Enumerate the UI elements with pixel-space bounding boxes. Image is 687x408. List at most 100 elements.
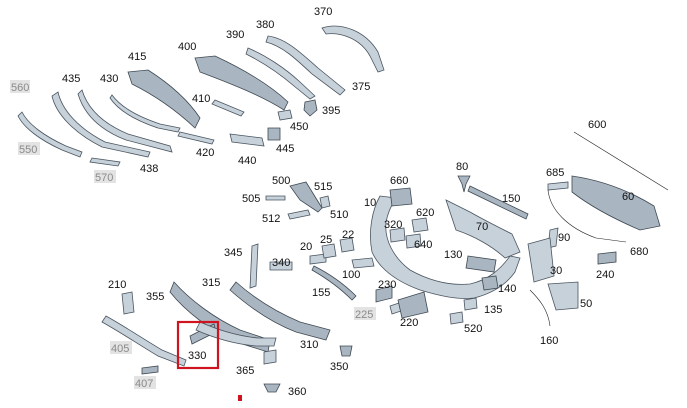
part-438-shape[interactable] [109, 94, 181, 133]
label-bg-570 [94, 170, 116, 183]
label-150: 150 [502, 193, 520, 205]
part-400-shape[interactable] [194, 55, 289, 111]
part-315-shape[interactable] [229, 281, 331, 341]
part-660-shape[interactable] [389, 187, 413, 207]
label-355: 355 [146, 291, 164, 303]
label-420: 420 [196, 147, 214, 159]
label-405: 405 [111, 343, 129, 355]
label-550: 550 [19, 144, 37, 156]
label-345: 345 [224, 247, 242, 259]
part-20-shape[interactable] [309, 253, 327, 265]
label-320: 320 [384, 219, 402, 231]
part-160-shape[interactable] [529, 289, 551, 327]
part-640-shape[interactable] [405, 233, 422, 249]
label-390: 390 [226, 29, 244, 41]
part-370-shape[interactable] [321, 25, 385, 73]
part-60-shape[interactable] [571, 175, 661, 231]
part-405-shape[interactable] [101, 315, 187, 367]
red-marker [238, 395, 242, 401]
label-20: 20 [300, 241, 312, 253]
label-515: 515 [314, 181, 332, 193]
part-680-shape[interactable] [547, 189, 627, 243]
part-130-shape[interactable] [465, 255, 497, 273]
part-80-shape[interactable] [457, 175, 471, 193]
part-510-shape[interactable] [319, 195, 331, 209]
part-505-shape[interactable] [265, 195, 286, 201]
part-345-shape[interactable] [249, 243, 259, 289]
part-380-shape[interactable] [265, 35, 346, 96]
part-320-shape[interactable] [389, 227, 406, 243]
label-bg-560 [10, 80, 30, 93]
part-450-shape[interactable] [277, 109, 293, 121]
part-310-shape[interactable] [195, 321, 277, 347]
part-435-shape[interactable] [51, 91, 151, 158]
part-407-shape[interactable] [141, 365, 159, 375]
part-360-shape[interactable] [263, 383, 281, 393]
label-680: 680 [630, 246, 648, 258]
part-415-shape[interactable] [127, 69, 201, 129]
label-130: 130 [444, 249, 462, 261]
part-395-shape[interactable] [303, 99, 318, 117]
part-155-shape[interactable] [311, 265, 357, 301]
label-315: 315 [202, 277, 220, 289]
label-512: 512 [262, 213, 280, 225]
label-375: 375 [352, 81, 370, 93]
label-370: 370 [314, 6, 332, 18]
part-350-shape[interactable] [339, 345, 353, 357]
label-225: 225 [355, 309, 373, 321]
label-660: 660 [390, 175, 408, 187]
label-450: 450 [290, 121, 308, 133]
label-407: 407 [135, 378, 153, 390]
part-340-shape[interactable] [269, 261, 293, 271]
label-160: 160 [540, 335, 558, 347]
part-570-shape[interactable] [89, 157, 121, 167]
part-210-shape[interactable] [121, 291, 135, 315]
label-365: 365 [236, 365, 254, 377]
part-10-shape[interactable] [370, 195, 521, 299]
part-520-shape[interactable] [449, 311, 464, 325]
part-365-shape[interactable] [263, 349, 277, 365]
label-330: 330 [188, 350, 206, 362]
label-155: 155 [312, 287, 330, 299]
label-30: 30 [550, 265, 562, 277]
label-60: 60 [622, 191, 634, 203]
part-620-shape[interactable] [411, 217, 429, 233]
part-220-shape[interactable] [397, 291, 429, 319]
label-230: 230 [378, 279, 396, 291]
part-410-shape[interactable] [211, 99, 245, 117]
part-390-shape[interactable] [245, 47, 316, 100]
part-600-shape[interactable] [573, 131, 669, 191]
part-50-shape[interactable] [547, 281, 579, 311]
part-512-shape[interactable] [287, 209, 311, 220]
part-22-shape[interactable] [339, 237, 355, 253]
label-360: 360 [288, 386, 306, 398]
part-230-shape[interactable] [375, 285, 393, 303]
label-685: 685 [546, 167, 564, 179]
label-340: 340 [272, 257, 290, 269]
part-150-shape[interactable] [467, 185, 529, 220]
label-400: 400 [178, 41, 196, 53]
part-550-shape[interactable] [17, 111, 83, 158]
label-80: 80 [456, 161, 468, 173]
part-515-shape[interactable] [289, 181, 323, 213]
part-440-shape[interactable] [229, 133, 265, 147]
part-100-shape[interactable] [351, 257, 375, 269]
part-420-shape[interactable] [177, 131, 215, 145]
part-25-shape[interactable] [321, 243, 337, 259]
label-520: 520 [464, 323, 482, 335]
part-445-shape[interactable] [267, 127, 281, 141]
part-135-shape[interactable] [463, 297, 478, 311]
label-430: 430 [100, 73, 118, 85]
label-445: 445 [276, 143, 294, 155]
label-395: 395 [322, 105, 340, 117]
part-30-shape[interactable] [527, 237, 555, 283]
part-140-shape[interactable] [481, 275, 499, 291]
part-430-shape[interactable] [77, 89, 173, 153]
part-70-shape[interactable] [445, 199, 521, 259]
label-bg-225 [354, 307, 376, 320]
label-570: 570 [95, 172, 113, 184]
label-500: 500 [272, 175, 290, 187]
part-685-shape[interactable] [547, 181, 569, 191]
part-240-shape[interactable] [597, 251, 617, 265]
